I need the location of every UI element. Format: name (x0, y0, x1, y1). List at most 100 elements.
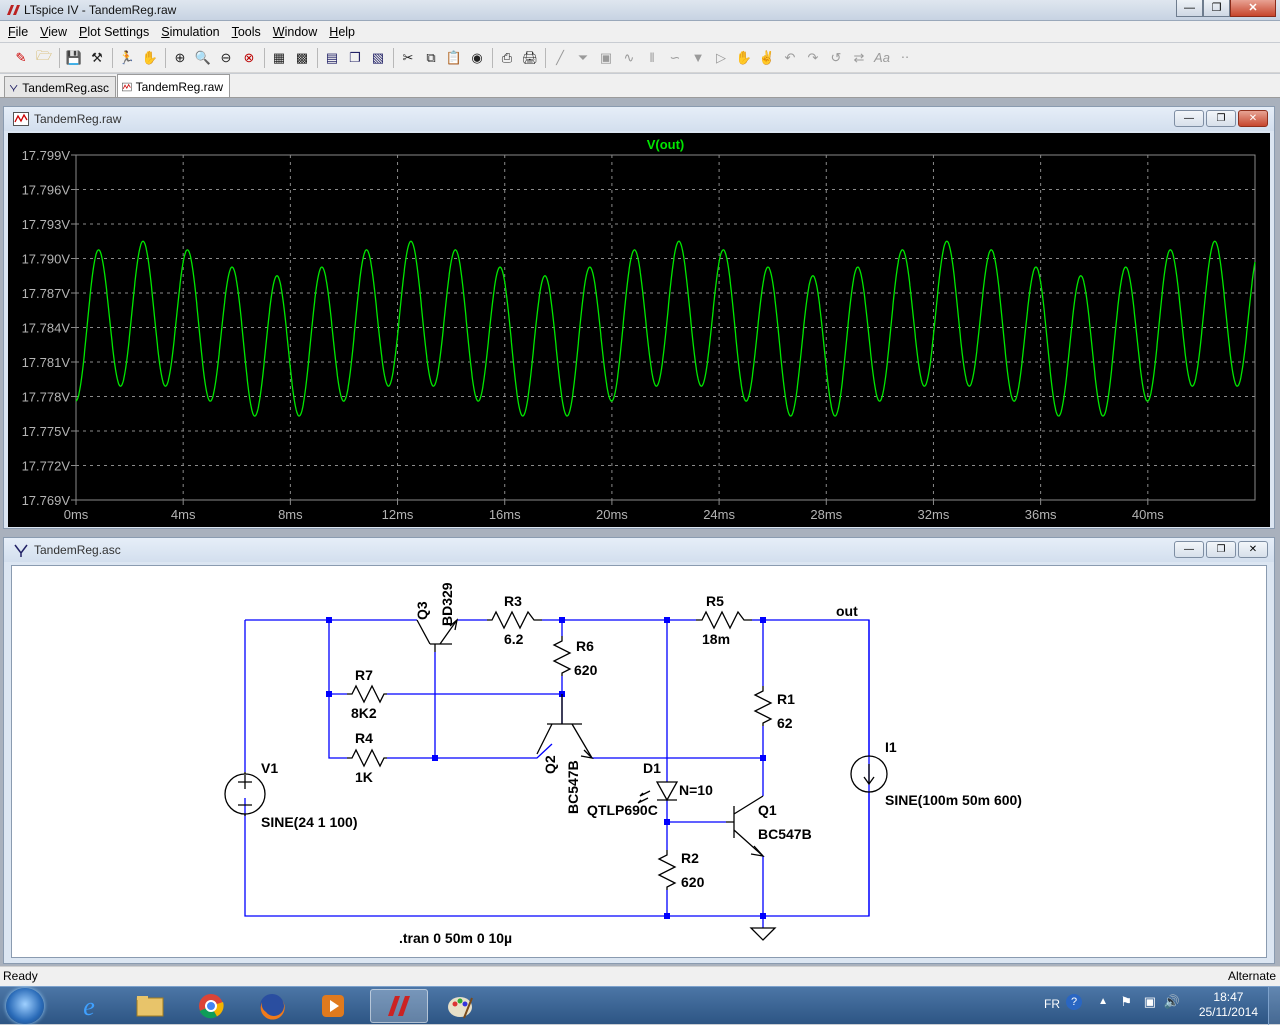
tab-tandemreg-asc[interactable]: TandemReg.asc (4, 76, 116, 98)
diode-icon[interactable]: ▼ (691, 50, 705, 65)
window-controls: — ❐ ✕ (1176, 0, 1276, 17)
spice-directive-text[interactable]: .tran 0 50m 0 10µ (399, 930, 512, 946)
ground-icon[interactable]: ⏷ (577, 49, 589, 65)
restore-button[interactable]: ❐ (1203, 0, 1230, 17)
firefox-icon[interactable] (243, 989, 301, 1023)
component-icon[interactable]: ▷ (716, 49, 726, 65)
paint-icon[interactable] (431, 989, 489, 1023)
components (224, 610, 888, 941)
media-player-icon[interactable] (304, 989, 362, 1023)
menu-help[interactable]: Help (323, 25, 361, 39)
text-icon[interactable]: Aa (874, 50, 890, 65)
zoom-out-icon[interactable]: ⊖ (220, 49, 232, 65)
menu-tools-mnemonic: T (231, 24, 238, 39)
schematic-minimize-button[interactable]: — (1174, 541, 1204, 558)
d1-model: QTLP690C (587, 802, 658, 818)
print-icon[interactable]: 🖨 (521, 49, 539, 65)
plot-window-titlebar[interactable]: TandemReg.raw — ❐ ✕ (4, 107, 1274, 131)
net-label-out: out (836, 603, 858, 619)
wire-icon[interactable]: ╱ (556, 49, 564, 65)
chrome-icon[interactable] (182, 989, 240, 1023)
minimize-button[interactable]: — (1176, 0, 1203, 17)
network-icon[interactable]: ▣ (1143, 994, 1156, 1009)
schematic-drawing[interactable]: Q3 BD329 R3 6.2 R5 18m out R6 620 R7 8K2… (12, 566, 1268, 959)
mirror-icon[interactable]: ⇄ (853, 49, 865, 65)
capacitor-icon[interactable]: ‖ (649, 50, 655, 65)
resistor-r1 (753, 686, 773, 726)
help-icon[interactable]: ? (1066, 994, 1082, 1010)
menu-plot-settings[interactable]: Plot Settings (73, 25, 155, 39)
show-hidden-icons-icon[interactable]: ▲ (1098, 996, 1108, 1007)
schematic-maximize-button[interactable]: ❐ (1206, 541, 1236, 558)
show-desktop-button[interactable] (1268, 987, 1280, 1025)
ltspice-taskbar-icon[interactable] (370, 989, 428, 1023)
copy-icon[interactable]: ⧉ (426, 49, 436, 65)
plot-minimize-button[interactable]: — (1174, 110, 1204, 127)
open-folder-icon[interactable]: 🗁 (35, 47, 53, 63)
move-hand-icon[interactable]: ✋ (735, 49, 753, 65)
start-orb-icon[interactable] (6, 988, 44, 1024)
label-net-icon[interactable]: ▣ (599, 49, 613, 65)
halt-hand-icon[interactable]: ✋ (141, 49, 159, 65)
inductor-icon[interactable]: ∽ (669, 49, 681, 65)
find-binoculars-icon[interactable]: ◉ (471, 49, 483, 65)
cascade-icon[interactable]: ❐ (349, 49, 361, 65)
menu-window[interactable]: Window (267, 25, 323, 39)
run-icon[interactable]: 🏃 (118, 49, 136, 65)
schematic-window-titlebar[interactable]: TandemReg.asc — ❐ ✕ (4, 538, 1274, 562)
close-button[interactable]: ✕ (1230, 0, 1276, 17)
y-tick-label: 17.790V (22, 252, 71, 267)
menu-plot-settings-mnemonic: P (79, 24, 88, 39)
status-text: Ready (3, 969, 38, 983)
clock[interactable]: 18:47 25/11/2014 (1199, 990, 1258, 1020)
y-tick-label: 17.787V (22, 286, 71, 301)
plot-maximize-button[interactable]: ❐ (1206, 110, 1236, 127)
r3-name: R3 (504, 593, 522, 609)
junction-dot (664, 819, 670, 825)
resistor-icon[interactable]: ∿ (623, 49, 635, 65)
schematic-canvas[interactable]: Q3 BD329 R3 6.2 R5 18m out R6 620 R7 8K2… (11, 565, 1267, 958)
drag-hand-icon[interactable]: ✌ (758, 49, 776, 65)
x-tick-label: 36ms (1025, 507, 1057, 522)
waveform-icon (122, 82, 132, 91)
cut-icon[interactable]: ✂ (402, 49, 414, 65)
paste-icon[interactable]: 📋 (445, 49, 463, 65)
autorange-icon[interactable]: ▦ (272, 49, 286, 65)
action-center-flag-icon[interactable]: ⚑ (1120, 994, 1132, 1009)
toolbar-separator (317, 47, 318, 68)
zoom-fit-icon[interactable]: ⊗ (243, 49, 255, 65)
spice-directive-icon[interactable]: ⋅⋅ (900, 49, 910, 65)
tile-vertical-icon[interactable]: ▧ (371, 49, 385, 65)
undo-icon[interactable]: ↶ (784, 49, 796, 65)
schematic-close-button[interactable]: ✕ (1238, 541, 1268, 558)
pan-icon[interactable]: 🔍 (194, 49, 212, 65)
menu-tools[interactable]: Tools (226, 25, 267, 39)
volume-icon[interactable]: 🔊 (1163, 994, 1180, 1009)
print-setup-icon[interactable]: ⎙ (501, 49, 513, 65)
new-schematic-icon[interactable]: ✎ (15, 49, 27, 65)
waveform-chart[interactable]: 17.799V17.796V17.793V17.790V17.787V17.78… (8, 133, 1270, 527)
internet-explorer-icon[interactable]: e (60, 989, 118, 1023)
ground-symbol (749, 927, 777, 941)
tab-tandemreg-raw[interactable]: TandemReg.raw (117, 74, 230, 98)
menu-view-mnemonic: V (40, 24, 49, 39)
plot-close-button[interactable]: ✕ (1238, 110, 1268, 127)
language-indicator[interactable]: FR (1044, 997, 1060, 1011)
x-tick-label: 8ms (278, 507, 303, 522)
zoom-in-icon[interactable]: ⊕ (174, 49, 186, 65)
r7-value: 8K2 (351, 705, 377, 721)
r2-name: R2 (681, 850, 699, 866)
menu-simulation[interactable]: Simulation (155, 25, 225, 39)
save-icon[interactable]: 💾 (65, 49, 83, 65)
file-explorer-icon[interactable] (121, 989, 179, 1023)
menu-view[interactable]: View (34, 25, 73, 39)
menu-file[interactable]: File (2, 25, 34, 39)
grid-icon[interactable]: ▩ (295, 49, 309, 65)
settings-hammer-icon[interactable]: ⚒ (91, 49, 103, 65)
rotate-icon[interactable]: ↺ (830, 49, 842, 65)
redo-icon[interactable]: ↷ (807, 49, 819, 65)
menu-window-mnemonic: W (272, 24, 285, 39)
tile-horizontal-icon[interactable]: ▤ (325, 49, 339, 65)
